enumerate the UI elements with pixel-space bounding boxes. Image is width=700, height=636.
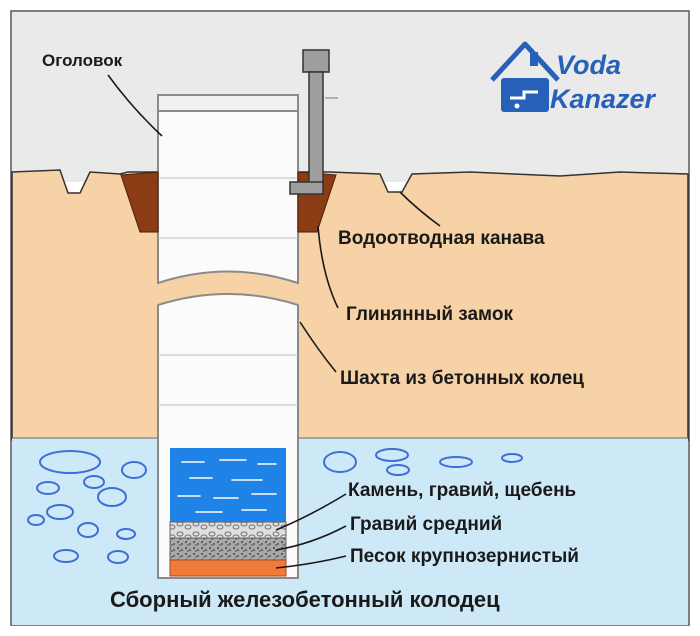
well-head — [157, 94, 299, 112]
label-sand-layer: Песок крупнозернистый — [350, 546, 579, 567]
bubble — [121, 461, 147, 479]
label-gravel-layer: Гравий средний — [350, 514, 502, 535]
bubble — [501, 453, 523, 463]
leader-shaft — [299, 321, 337, 373]
house-faucet-icon — [490, 41, 560, 112]
bubble — [36, 481, 60, 495]
shaft-upper — [157, 94, 299, 285]
label-clay-lock: Глинянный замок — [346, 304, 513, 325]
bubble — [439, 456, 473, 468]
bubble — [46, 504, 74, 520]
stone-layer — [169, 521, 287, 539]
diagram-caption: Сборный железобетонный колодец — [110, 587, 500, 612]
bubble — [97, 487, 127, 507]
bubble — [323, 451, 357, 473]
label-head: Оголовок — [42, 51, 123, 70]
clay-lock-left — [120, 171, 159, 233]
leader-clay — [317, 225, 339, 309]
bubble — [386, 464, 410, 476]
leader-stone — [275, 493, 347, 531]
leader-head — [107, 74, 163, 137]
label-shaft: Шахта из бетонных колец — [340, 368, 584, 389]
leader-sand — [275, 555, 347, 569]
bubble — [77, 522, 99, 538]
logo-word-voda: Voda — [556, 50, 621, 80]
bubble — [116, 528, 136, 540]
gravel-layer — [169, 537, 287, 561]
leader-ditch — [399, 191, 441, 227]
bubble — [375, 448, 409, 462]
logo: Voda Kanazer — [490, 41, 657, 114]
logo-word-kanazer: Kanazer — [550, 84, 657, 114]
well-water — [170, 448, 286, 522]
concrete-ring — [157, 110, 299, 285]
leader-gravel — [275, 525, 347, 551]
groundwater-bubbles — [27, 448, 523, 564]
pipe-horizontal — [289, 181, 324, 195]
label-drainage-ditch: Водоотводная канава — [338, 228, 545, 249]
bubble — [83, 475, 105, 489]
pipe-vertical — [308, 71, 324, 191]
vent-pipe — [289, 49, 338, 195]
bubble — [39, 450, 101, 474]
water-ripples — [177, 459, 277, 513]
bubble — [27, 514, 45, 526]
bubble — [53, 549, 79, 563]
leader-lines — [107, 74, 441, 569]
bubble — [107, 550, 129, 564]
sand-layer — [169, 559, 287, 577]
pipe-cap — [302, 49, 330, 73]
label-stone-layer: Камень, гравий, щебень — [348, 480, 576, 501]
